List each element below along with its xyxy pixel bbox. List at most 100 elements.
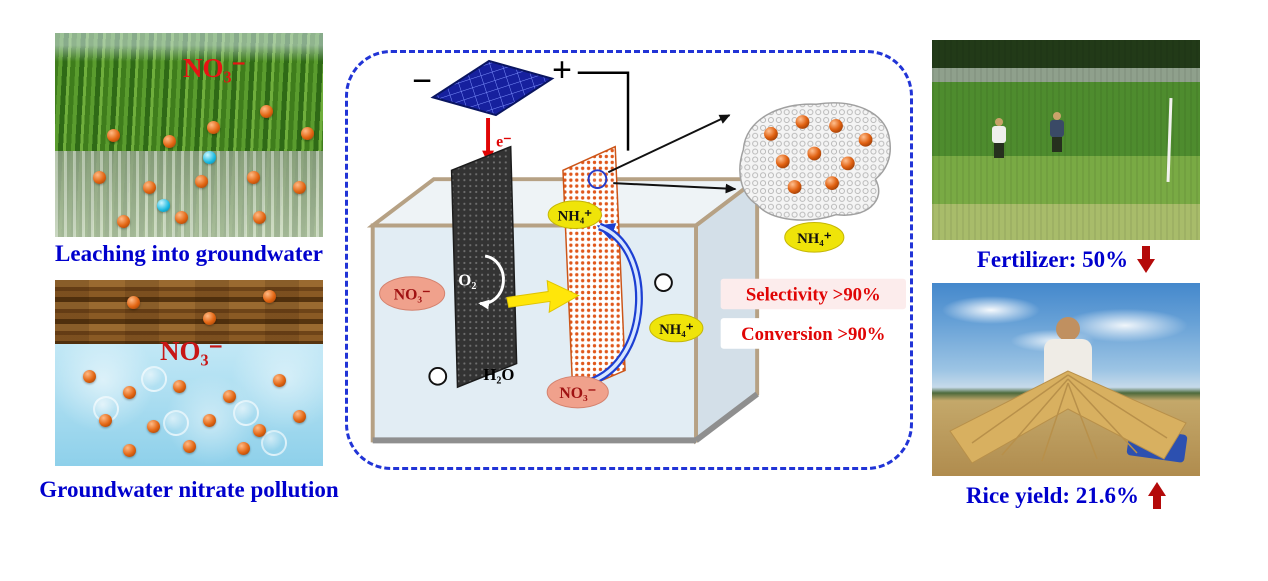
farmer-head (1053, 112, 1061, 120)
nitrate-pill-feed (379, 276, 446, 311)
conversion-badge (720, 318, 906, 349)
rice-yield-caption-row: Rice yield: 21.6% (932, 482, 1200, 509)
nitrate-ion-dot (127, 296, 140, 309)
ammonium-catalyst-label: NH₄⁺ (797, 231, 832, 247)
callout-arrow-bottom (613, 182, 737, 194)
gas-bubble-left (428, 366, 448, 386)
nitrate-ion-dot (237, 442, 250, 455)
gas-bubble-right (654, 273, 673, 293)
ammonium-pill-top (547, 200, 602, 229)
nitrate-ion-dot (247, 171, 260, 184)
electron-label: e⁻ (496, 134, 511, 151)
increase-arrow-icon (1148, 482, 1167, 509)
negative-terminal-label: − (412, 60, 432, 100)
groundwater-layer (55, 344, 323, 466)
nitrate-ion-dot (253, 424, 266, 437)
nitrate-ion-dot (173, 380, 186, 393)
nitrate-ion-dot (107, 129, 120, 142)
nitrate-ion-dot (273, 374, 286, 387)
anode-wire (577, 71, 630, 151)
decrease-arrow-icon (1137, 246, 1156, 273)
oxygen-label: O₂ (458, 271, 476, 290)
caption-pollution: Groundwater nitrate pollution (39, 477, 339, 502)
positive-terminal-label: + (552, 53, 572, 90)
nitrate-ion-dot (83, 370, 96, 383)
nitrate-ion-dot (93, 171, 106, 184)
photo-rice-field-workers (932, 40, 1200, 240)
ammonium-pill-right (649, 313, 704, 343)
nitrate-label-groundwater: NO₃⁻ (160, 336, 223, 366)
farmer-with-harvest (949, 317, 1188, 464)
nitrate-bottom-label: NO₃⁻ (559, 385, 596, 402)
catalyst-mesh-sheet (739, 102, 891, 221)
selectivity-badge (720, 278, 906, 310)
ammonium-pill-catalyst (784, 222, 845, 253)
farmer-head (995, 118, 1003, 126)
nitrate-ion-dot (147, 420, 160, 433)
nitrate-ion-dot (195, 175, 208, 188)
rice-straw-bundle (949, 370, 1187, 464)
field-marker-pole (1166, 97, 1173, 183)
nitrate-ion-dot (203, 414, 216, 427)
cathode-electrode (450, 145, 518, 389)
farmer-legs (994, 143, 1004, 158)
conversion-label: Conversion >90% (741, 324, 885, 345)
nitrate-to-ammonium-arrow-core (589, 224, 641, 384)
nitrate-ion-dot (123, 444, 136, 457)
nitrate-feed-label: NO₃⁻ (394, 286, 431, 303)
conversion-arrow (506, 279, 580, 314)
selectivity-label: Selectivity >90% (746, 284, 881, 305)
ammonium-top-label: NH₄⁺ (558, 209, 593, 225)
nitrate-ion-dot (223, 390, 236, 403)
caption-leaching: Leaching into groundwater (55, 241, 323, 266)
oxygen-cycle-arrow (478, 254, 505, 310)
nitrate-ion-dot (293, 181, 306, 194)
nitrate-ion-dot (117, 215, 130, 228)
nitrate-pill-bottom (546, 375, 609, 409)
farmer-torso (992, 126, 1006, 143)
farmer-figure (992, 118, 1006, 160)
nitrate-ion-dot (203, 312, 216, 325)
nitrate-ion-dot (183, 440, 196, 453)
paddy-water-band (55, 151, 323, 237)
water-bubble (261, 430, 287, 456)
water-bubble (233, 400, 259, 426)
nitrate-label-paddy: NO₃⁻ (183, 53, 246, 83)
nitrate-ion-dot (175, 211, 188, 224)
fertilizer-caption: Fertilizer: 50% (976, 246, 1129, 272)
photo-rice-paddy: NO₃⁻ (55, 33, 323, 237)
photo-groundwater: NO₃⁻ (55, 280, 323, 466)
nitrate-ion-dot (157, 199, 170, 212)
water-bubble (163, 410, 189, 436)
nitrate-ion-dot (99, 414, 112, 427)
nitrate-ion-dot (163, 135, 176, 148)
electrochemical-cell-diagram: − + e⁻ O₂ H₂O NO₃⁻ NH₄⁺ NH₄⁺ (366, 53, 906, 445)
nitrate-ion-dot (203, 151, 216, 164)
nitrate-ion-dot (123, 386, 136, 399)
solar-panel-icon (430, 59, 555, 117)
catalyst-zoom-circle (587, 169, 608, 190)
nitrate-ion-dot (207, 121, 220, 134)
farmer-legs (1052, 137, 1062, 152)
electrolysis-panel: − + e⁻ O₂ H₂O NO₃⁻ NH₄⁺ NH₄⁺ (345, 50, 913, 470)
rice-straw-lines (971, 374, 1168, 462)
photo-rice-harvest (932, 283, 1200, 476)
harvester-head (1056, 317, 1080, 341)
callout-arrow-top (607, 114, 731, 174)
box-bottom-right-edge (694, 391, 759, 443)
soil-wood-layer (55, 280, 323, 344)
farmer-torso (1050, 120, 1064, 137)
rice-yield-caption: Rice yield: 21.6% (965, 482, 1140, 508)
nitrate-ion-dot (253, 211, 266, 224)
ammonium-right-label: NH₄⁺ (659, 322, 694, 338)
nitrate-ion-dot (301, 127, 314, 140)
fertilizer-caption-row: Fertilizer: 50% (932, 246, 1200, 273)
water-bubble (141, 366, 167, 392)
nitrate-ion-dot (143, 181, 156, 194)
nitrate-ion-dot (260, 105, 273, 118)
nitrate-ion-dot (293, 410, 306, 423)
adsorbed-nitrate-balls (764, 115, 873, 194)
farmer-figure (1050, 112, 1064, 154)
nitrate-ion-dot (263, 290, 276, 303)
